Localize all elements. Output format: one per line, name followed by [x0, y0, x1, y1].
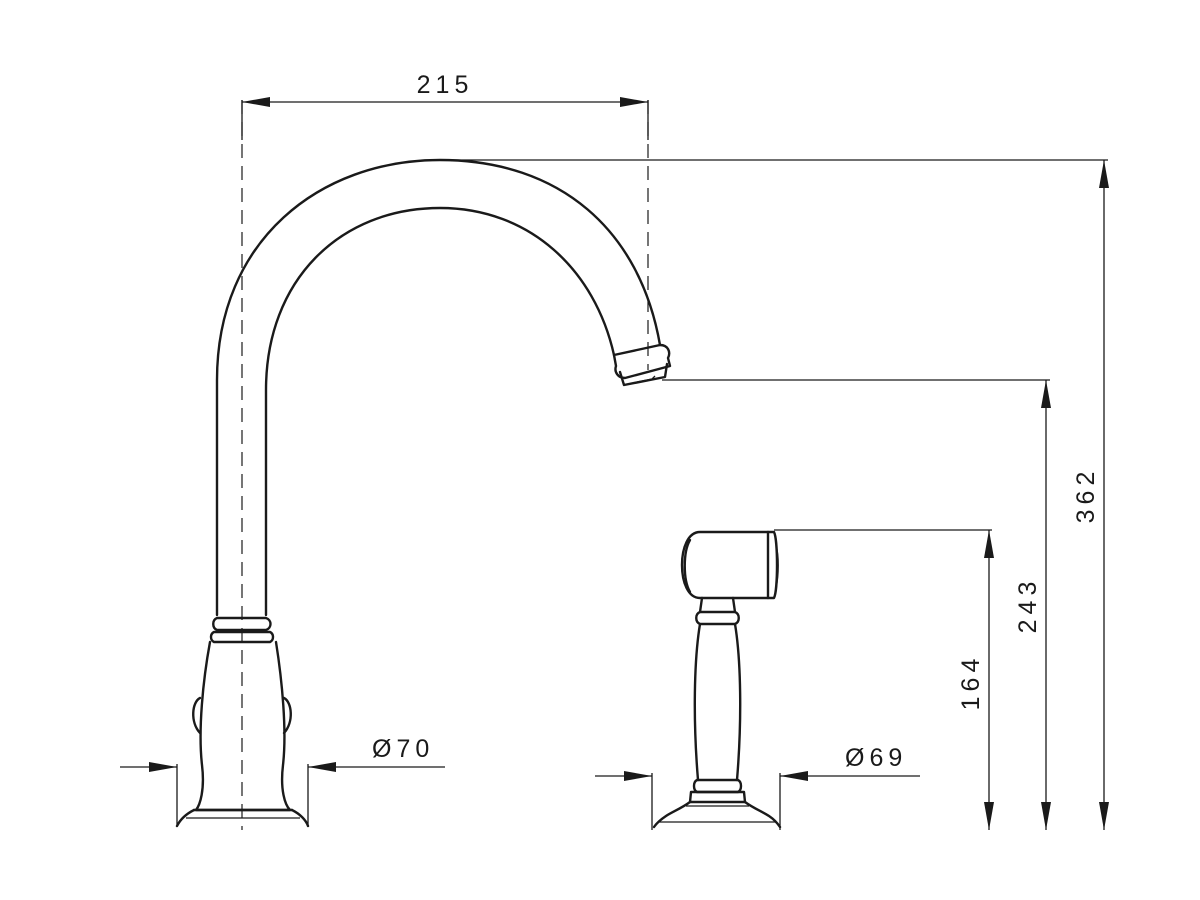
arrow-right-icon: [624, 771, 652, 781]
collar-ring-top: [212, 616, 272, 632]
arrow-left-icon: [242, 97, 270, 107]
spout-inner-edge: [264, 206, 616, 617]
main-faucet: [175, 158, 672, 828]
dimension-spray-height: 164: [774, 529, 994, 830]
spray-handle: [693, 622, 742, 782]
arrow-up-icon: [1041, 380, 1051, 408]
dim-label-spray-height: 164: [957, 654, 985, 711]
arrow-right-icon: [149, 762, 177, 772]
handle-left-icon: [192, 696, 202, 735]
side-spray: [652, 530, 782, 829]
arrow-left-icon: [780, 771, 808, 781]
faucet-base-body: [194, 640, 292, 812]
spray-nozzle: [766, 530, 779, 600]
arrow-down-icon: [1099, 802, 1109, 830]
arrow-down-icon: [1041, 802, 1051, 830]
dim-label-spray-base-diameter: Ø69: [845, 744, 907, 772]
arrow-up-icon: [1099, 160, 1109, 188]
dim-label-outlet-height: 243: [1014, 577, 1042, 634]
arrow-right-icon: [620, 97, 648, 107]
aerator-outlet: [618, 362, 669, 387]
collar-ring-bottom: [209, 630, 275, 644]
arrow-left-icon: [308, 762, 336, 772]
dimension-faucet-base-diameter: Ø70: [120, 735, 445, 827]
arrow-down-icon: [984, 802, 994, 830]
spray-neck-ring: [695, 610, 740, 626]
dimension-total-height: 362: [440, 159, 1109, 830]
aerator-ring: [612, 343, 672, 380]
dim-label-reach: 215: [417, 71, 474, 99]
dimension-spray-base-diameter: Ø69: [595, 744, 920, 830]
dimension-reach: 215: [241, 71, 649, 140]
dim-label-faucet-base-diameter: Ø70: [372, 735, 434, 763]
spout-outer-edge: [215, 158, 662, 617]
spray-head: [680, 530, 770, 600]
handle-right-icon: [282, 696, 292, 735]
arrow-up-icon: [984, 530, 994, 558]
dimension-outlet-height: 243: [662, 379, 1051, 830]
dim-label-total-height: 362: [1072, 467, 1100, 524]
